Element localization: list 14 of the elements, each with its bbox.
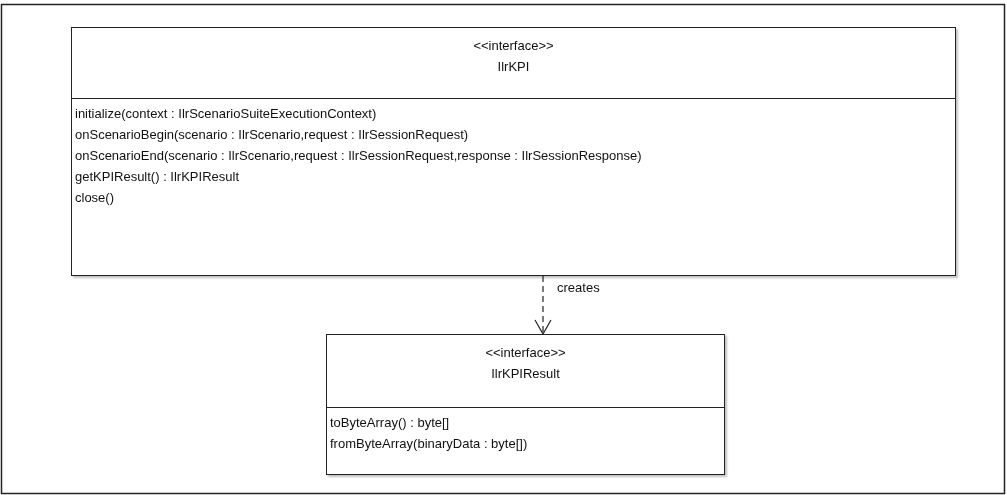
dependency-arrow bbox=[534, 275, 552, 335]
method-signature: onScenarioEnd(scenario : IlrScenario,request : IlrSessionRequest,response : IlrSessionResponse) bbox=[75, 147, 642, 165]
interface-class-box bbox=[71, 27, 956, 276]
method-signature: getKPIResult() : IlrKPIResult bbox=[75, 168, 239, 186]
class-name: IlrKPI bbox=[497, 58, 530, 76]
method-signature: onScenarioBegin(scenario : IlrScenario,request : IlrSessionRequest) bbox=[75, 126, 469, 144]
method-signature: initialize(context : IlrScenarioSuiteExecutionContext) bbox=[75, 105, 377, 123]
method-signature: close() bbox=[75, 189, 114, 207]
interface-class-box bbox=[326, 334, 725, 475]
method-signature: toByteArray() : byte[] bbox=[330, 414, 450, 432]
stereotype-label: <<interface>> bbox=[473, 37, 554, 55]
method-signature: fromByteArray(binaryData : byte[]) bbox=[330, 435, 528, 453]
class-name: IlrKPIResult bbox=[491, 365, 560, 383]
stereotype-label: <<interface>> bbox=[485, 344, 566, 362]
